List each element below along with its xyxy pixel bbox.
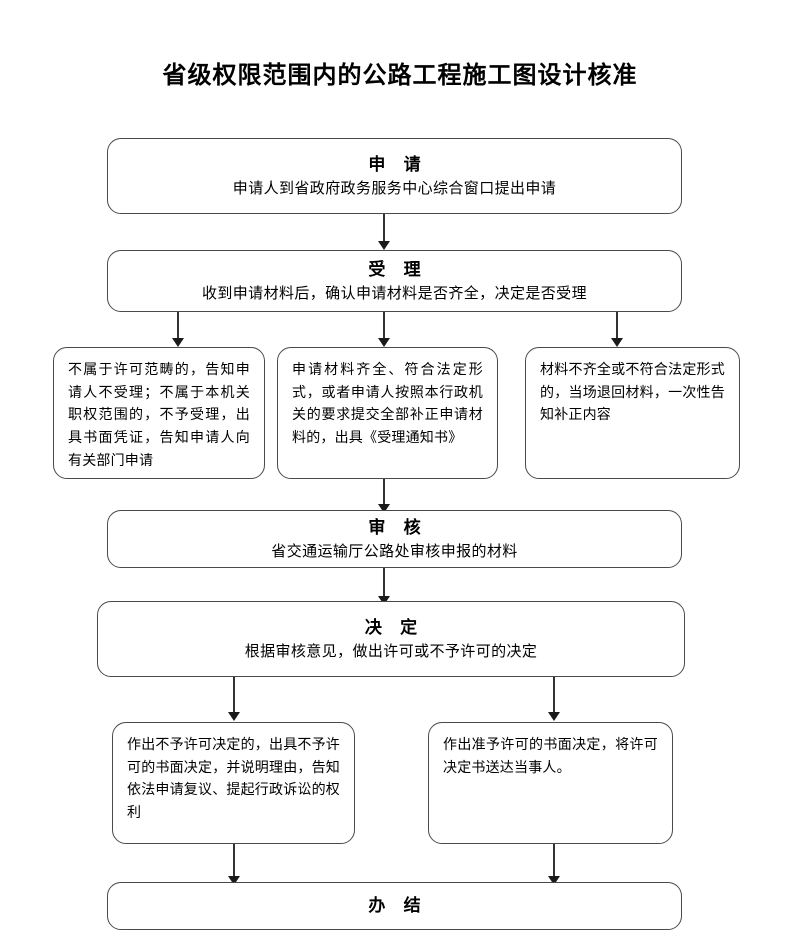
arrowhead-apply-to-accept bbox=[378, 241, 390, 250]
flow-node-not-in-scope-body: 不属于许可范畴的，告知申请人不受理；不属于本机关职权范围的，不予受理，出具书面凭… bbox=[68, 363, 250, 469]
flow-node-apply-heading: 申 请 bbox=[368, 155, 428, 174]
connector-denied-to-complete bbox=[233, 844, 235, 879]
connector-accept-to-materials-complete bbox=[383, 312, 385, 342]
flow-node-accept-subtext: 收到申请材料后，确认申请材料是否齐全，决定是否受理 bbox=[201, 285, 587, 302]
flow-node-decide[interactable]: 决 定 根据审核意见，做出许可或不予许可的决定 bbox=[97, 601, 685, 677]
flow-node-complete-heading: 办 结 bbox=[368, 896, 428, 916]
flow-node-decision-granted-body: 作出准予许可的书面决定，将许可决定书送达当事人。 bbox=[443, 738, 658, 776]
flow-node-review-subtext: 省交通运输厅公路处审核申报的材料 bbox=[271, 543, 518, 560]
flow-node-review-heading: 审 核 bbox=[368, 518, 428, 537]
flow-node-materials-incomplete-body: 材料不齐全或不符合法定形式的，当场退回材料，一次性告知补正内容 bbox=[540, 363, 725, 424]
flow-node-materials-complete-body: 申请材料齐全、符合法定形式，或者申请人按照本行政机关的要求提交全部补正申请材料的… bbox=[292, 363, 483, 447]
flow-node-decision-denied[interactable]: 作出不予许可决定的，出具不予许可的书面决定，并说明理由，告知依法申请复议、提起行… bbox=[112, 722, 355, 844]
flow-node-complete[interactable]: 办 结 bbox=[107, 882, 682, 930]
flow-node-decide-subtext: 根据审核意见，做出许可或不予许可的决定 bbox=[244, 643, 538, 660]
arrowhead-accept-to-materials-complete bbox=[378, 338, 390, 347]
flow-node-decision-granted[interactable]: 作出准予许可的书面决定，将许可决定书送达当事人。 bbox=[428, 722, 673, 844]
arrowhead-decide-to-denied bbox=[228, 712, 240, 721]
connector-accept-to-not-in-scope bbox=[177, 312, 179, 342]
flow-node-review[interactable]: 审 核 省交通运输厅公路处审核申报的材料 bbox=[107, 510, 682, 568]
arrowhead-accept-to-materials-incomplete bbox=[611, 338, 623, 347]
connector-accept-to-materials-incomplete bbox=[616, 312, 618, 342]
flow-node-decision-denied-body: 作出不予许可决定的，出具不予许可的书面决定，并说明理由，告知依法申请复议、提起行… bbox=[127, 738, 340, 822]
arrowhead-decide-to-granted bbox=[548, 712, 560, 721]
connector-review-to-decide bbox=[383, 568, 385, 600]
connector-granted-to-complete bbox=[553, 844, 555, 879]
flow-node-decide-heading: 决 定 bbox=[364, 618, 425, 637]
connector-materials-complete-to-review bbox=[383, 479, 385, 508]
flow-node-not-in-scope[interactable]: 不属于许可范畴的，告知申请人不受理；不属于本机关职权范围的，不予受理，出具书面凭… bbox=[53, 347, 265, 479]
arrowhead-review-to-decide bbox=[378, 596, 390, 605]
arrowhead-accept-to-not-in-scope bbox=[172, 338, 184, 347]
flow-node-accept-heading: 受 理 bbox=[368, 260, 428, 279]
arrowhead-materials-complete-to-review bbox=[378, 504, 390, 513]
flow-node-accept[interactable]: 受 理 收到申请材料后，确认申请材料是否齐全，决定是否受理 bbox=[107, 250, 682, 312]
connector-decide-to-granted bbox=[553, 677, 555, 715]
page-title: 省级权限范围内的公路工程施工图设计核准 bbox=[162, 63, 638, 89]
flow-node-apply[interactable]: 申 请 申请人到省政府政务服务中心综合窗口提出申请 bbox=[107, 138, 682, 214]
arrowhead-denied-to-complete bbox=[228, 876, 240, 885]
arrowhead-granted-to-complete bbox=[548, 876, 560, 885]
flow-node-apply-subtext: 申请人到省政府政务服务中心综合窗口提出申请 bbox=[232, 180, 557, 197]
connector-decide-to-denied bbox=[233, 677, 235, 715]
connector-apply-to-accept bbox=[383, 214, 385, 245]
flow-node-materials-incomplete[interactable]: 材料不齐全或不符合法定形式的，当场退回材料，一次性告知补正内容 bbox=[525, 347, 740, 479]
flow-node-materials-complete[interactable]: 申请材料齐全、符合法定形式，或者申请人按照本行政机关的要求提交全部补正申请材料的… bbox=[277, 347, 498, 479]
